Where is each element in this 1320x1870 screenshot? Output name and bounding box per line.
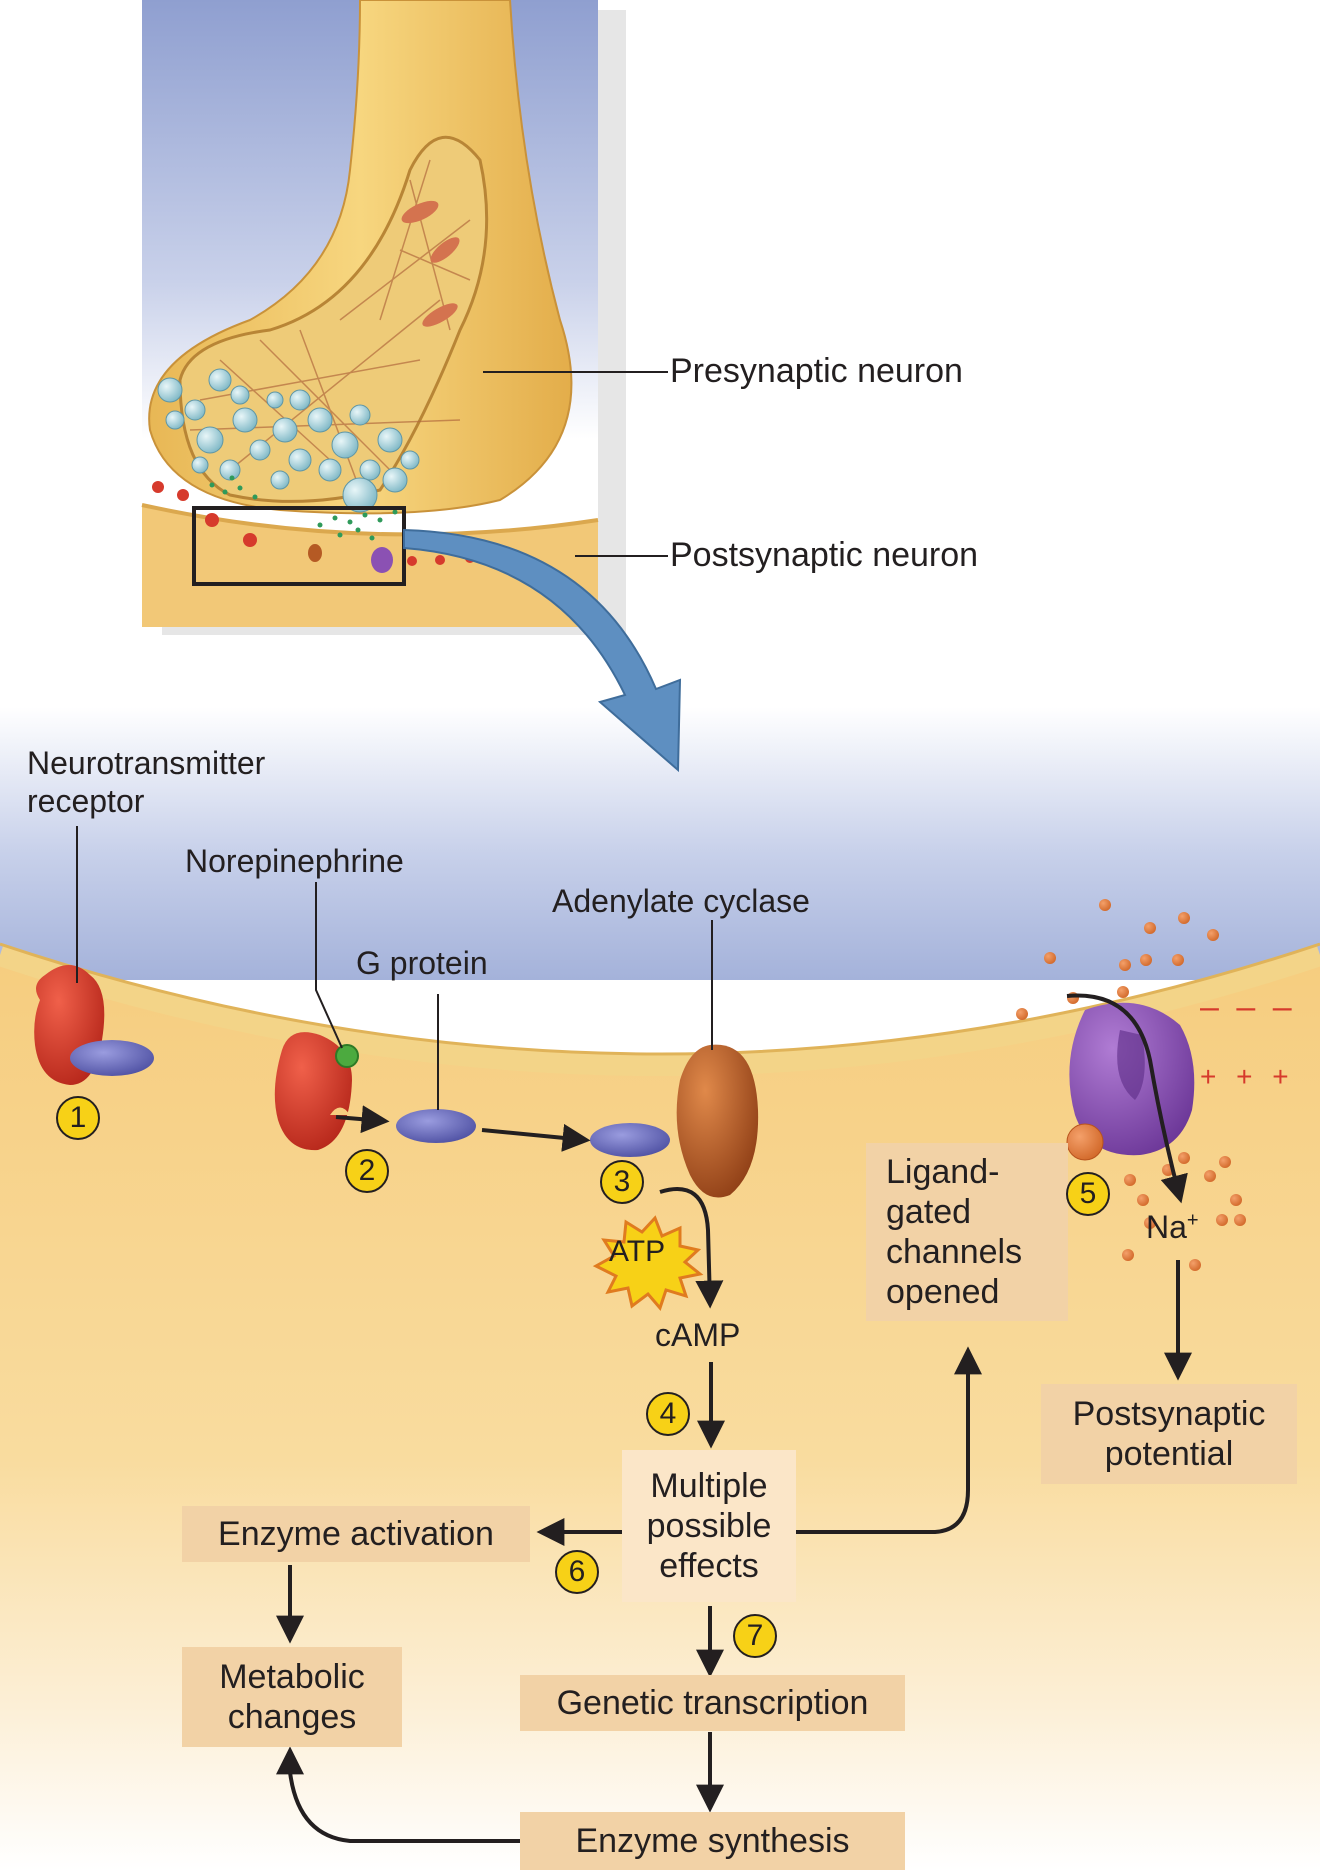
postsynaptic-neuron-label: Postsynaptic neuron [670, 536, 979, 574]
genetic-transcription-box: Genetic transcription [520, 1675, 905, 1731]
presynaptic-neuron-label: Presynaptic neuron [670, 352, 963, 390]
atp-label: ATP [609, 1235, 666, 1268]
step-badge-2: 2 [345, 1149, 389, 1193]
step-badge-3: 3 [600, 1160, 644, 1204]
g-protein-label: G protein [356, 945, 488, 981]
synaptic-vesicles [157, 368, 420, 513]
adenylate-cyclase-label: Adenylate cyclase [552, 883, 810, 919]
starburst-icon [592, 1215, 704, 1311]
ligand-gated-channel [1066, 1002, 1195, 1161]
mitochondria [401, 200, 460, 327]
g-protein [396, 1109, 476, 1143]
enzyme-activation-box: Enzyme activation [182, 1506, 530, 1562]
sodium-ion-label: Na+ [1146, 1209, 1199, 1245]
receptor-2 [274, 1032, 359, 1151]
camp-label: cAMP [655, 1317, 741, 1353]
step-badge-1: 1 [56, 1096, 100, 1140]
pathway-arrows [276, 1105, 1192, 1843]
negative-charges: – – – [1200, 988, 1296, 1026]
sodium-ions [1016, 899, 1246, 1271]
receptor-1 [34, 965, 154, 1085]
norepinephrine-molecule [335, 1044, 359, 1068]
synaptic-cleft [0, 560, 1320, 980]
norepinephrine-label: Norepinephrine [185, 843, 404, 879]
positive-charges: + + + [1200, 1061, 1295, 1092]
curved-arrow-icon [403, 528, 682, 773]
step-badge-6: 6 [555, 1550, 599, 1594]
terminal-interior [178, 135, 489, 503]
sodium-influx-arrow [1066, 993, 1188, 1204]
inset-postsynaptic-surface [142, 505, 598, 627]
neurotransmitter-molecules [209, 475, 398, 541]
step-badge-4: 4 [646, 1392, 690, 1436]
enzyme-synthesis-box: Enzyme synthesis [520, 1812, 905, 1870]
step-badge-7: 7 [733, 1614, 777, 1658]
step-badge-5: 5 [1066, 1172, 1110, 1216]
adenylate-cyclase [590, 1044, 759, 1198]
